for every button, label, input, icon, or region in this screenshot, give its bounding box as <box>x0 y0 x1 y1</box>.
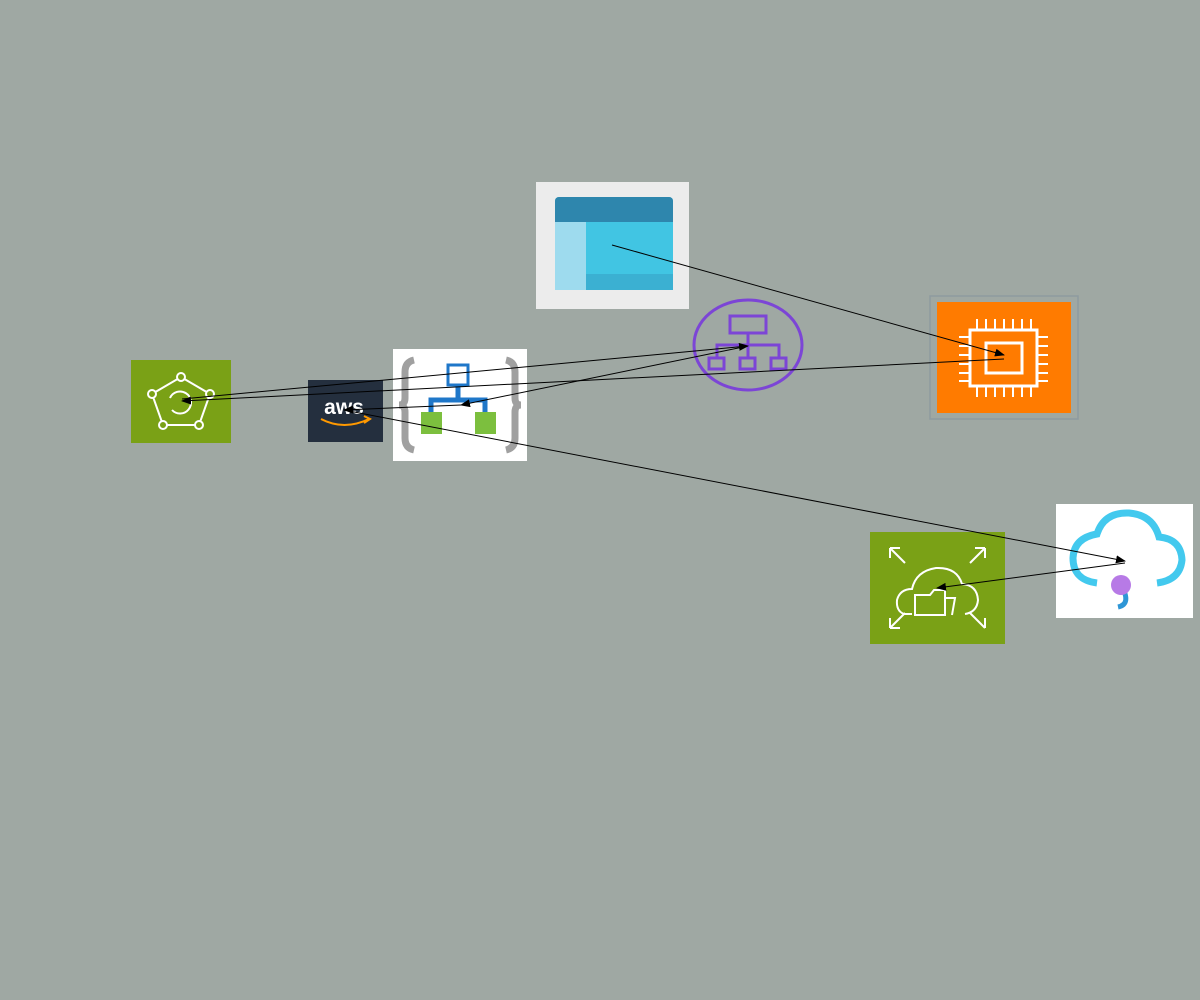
connector-greengrass-to-org <box>181 342 749 400</box>
cloud-folder-expand-icon[interactable] <box>870 532 1005 644</box>
connector-aws-to-azure-cloud <box>343 409 1126 564</box>
aws-logo-text: aws <box>324 396 364 419</box>
greengrass-component-icon[interactable] <box>131 360 231 443</box>
ec2-chip-icon[interactable] <box>929 295 1079 420</box>
connector-logic-to-aws <box>343 404 462 414</box>
connector-azure-cloud-to-storage <box>936 562 1126 591</box>
connector-app-window-to-ec2 <box>611 244 1005 357</box>
application-window-icon[interactable] <box>536 182 689 309</box>
aws-logo-icon[interactable]: aws <box>308 380 383 442</box>
connector-org-to-logic <box>460 345 749 408</box>
connector-lines <box>181 244 1126 591</box>
connector-ec2-to-greengrass <box>181 358 1005 405</box>
